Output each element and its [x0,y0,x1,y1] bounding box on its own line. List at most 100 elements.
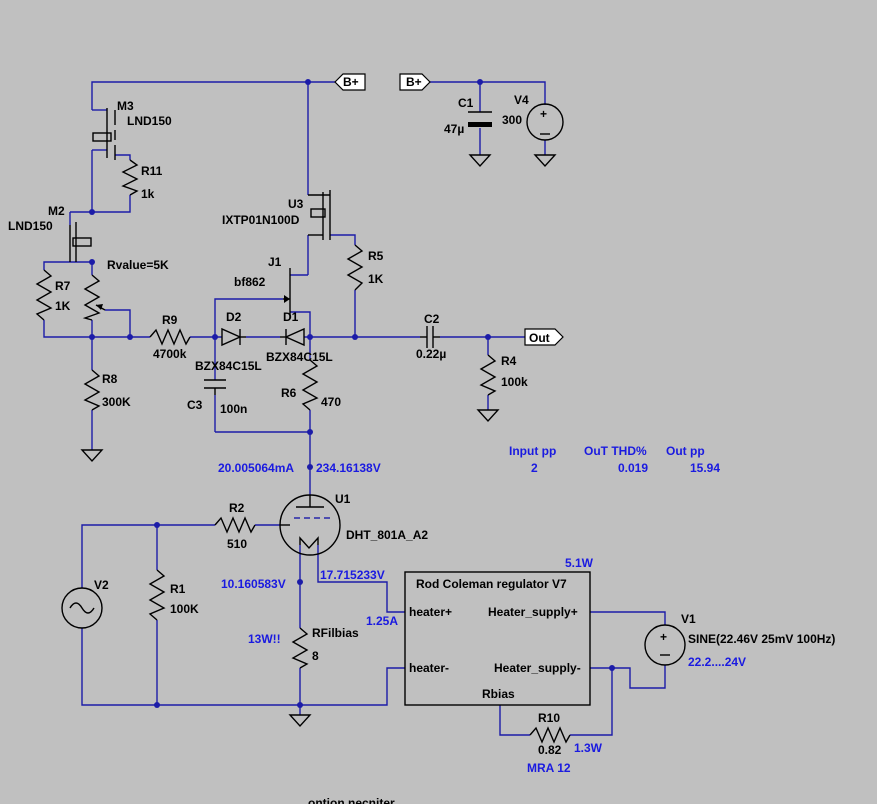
resistor-r5-symbol [346,244,364,291]
r2-value: 510 [227,537,247,551]
u3-ref: U3 [288,197,304,211]
regulator-title: Rod Coleman regulator V7 [416,577,567,591]
m2-ref: M2 [48,204,65,218]
r7-ref: R7 [55,279,71,293]
svg-text:+: + [540,107,547,121]
capacitor-c3-symbol [204,379,226,395]
r5-value: 1K [368,272,384,286]
d1-value: BZX84C15L [266,350,333,364]
rfilbias-value: 8 [312,649,319,663]
triode-u1-symbol [279,494,341,556]
r1-ref: R1 [170,582,186,596]
mosfet-m3-symbol [92,108,116,160]
r10-power-annotation: 1.3W [574,741,603,755]
d1-ref: D1 [283,310,299,324]
r6-ref: R6 [281,386,297,400]
svg-text:+: + [660,630,667,644]
pot-value: Rvalue=5K [107,258,169,272]
voltage-source-v1-symbol: + [644,624,686,666]
r2-ref: R2 [229,501,245,515]
j1-ref: J1 [268,255,282,269]
c3-value: 100n [220,402,247,416]
voltage-source-v2-symbol [61,587,103,629]
u1-ref: U1 [335,492,351,506]
potentiometer-symbol [82,274,106,321]
r4-ref: R4 [501,354,517,368]
resistor-r4-symbol [479,354,497,396]
r4-value: 100k [501,375,528,389]
r9-ref: R9 [162,313,178,327]
mosfet-m2-symbol [69,222,92,262]
jfet-j1-symbol [283,268,291,318]
c2-ref: C2 [424,312,440,326]
grid-voltage-annotation: 10.160583V [221,577,286,591]
d2-ref: D2 [226,310,242,324]
r11-ref: R11 [141,164,163,178]
regulator-rbias: Rbias [482,687,515,701]
r9-value: 4700k [153,347,187,361]
ground-symbols [80,154,557,728]
results-header-thd: OuT THD% [584,444,647,458]
rfilbias-ref: RFilbias [312,626,359,640]
regulator-heater-minus: heater- [409,661,449,675]
bplus-flag-label-right: B+ [406,75,422,89]
resistor-r11-symbol [121,159,139,196]
resistor-r8-symbol [83,369,101,411]
u1-value: DHT_801A_A2 [346,528,428,542]
capacitor-c2-symbol [420,326,440,348]
anode-voltage-annotation: 234.16138V [316,461,381,475]
v1-ref: V1 [681,612,696,626]
r6-value: 470 [321,395,341,409]
capacitor-c1-symbol [468,111,492,127]
r11-value: 1k [141,187,155,201]
v2-ref: V2 [94,578,109,592]
zener-d2-symbol [221,327,246,347]
resistor-r2-symbol [214,516,256,534]
regulator-block [404,571,591,706]
resistor-r7-symbol [35,269,53,321]
out-flag [524,328,564,346]
v1-range-note: 22.2....24V [688,655,746,669]
results-value-input: 2 [531,461,538,475]
r7-value: 1K [55,299,71,313]
j1-value: bf862 [234,275,266,289]
v1-value: SINE(22.46V 25mV 100Hz) [688,632,835,646]
resistor-r1-symbol [148,569,166,621]
regulator-heater-plus: heater+ [409,605,452,619]
c3-ref: C3 [187,398,203,412]
resistor-rfilbias-symbol [291,627,309,669]
heater-power-annotation: 13W!! [248,632,281,646]
u3-value: IXTP01N100D [222,213,300,227]
r5-ref: R5 [368,249,384,263]
voltage-source-v4-symbol: + [526,103,564,141]
resistor-r10-symbol [529,726,571,744]
out-flag-label: Out [529,331,550,345]
r10-ref: R10 [538,711,560,725]
regulator-supply-minus: Heater_supply- [494,661,581,675]
heater-current-annotation: 1.25A [366,614,398,628]
d2-value: BZX84C15L [195,359,262,373]
filament-voltage-annotation: 17.715233V [320,568,385,582]
resistor-r9-symbol [149,328,191,346]
v4-ref: V4 [514,93,529,107]
results-header-out: Out pp [666,444,705,458]
c2-value: 0.22µ [416,347,446,361]
footer-partial-text: ontion necniter [308,796,395,804]
m3-value: LND150 [127,114,172,128]
wires [43,81,666,736]
regulator-power-annotation: 5.1W [565,556,594,570]
bplus-flag-label-top: B+ [343,75,359,89]
zener-d1-symbol [280,327,305,347]
r10-value: 0.82 [538,743,562,757]
v4-value: 300 [502,113,522,127]
bplus-flag-right [399,73,431,91]
m3-ref: M3 [117,99,134,113]
c1-value: 47µ [444,122,464,136]
r1-value: 100K [170,602,199,616]
m2-value: LND150 [8,219,53,233]
results-value-thd: 0.019 [618,461,648,475]
c1-ref: C1 [458,96,474,110]
current-annotation: 20.005064mA [218,461,294,475]
